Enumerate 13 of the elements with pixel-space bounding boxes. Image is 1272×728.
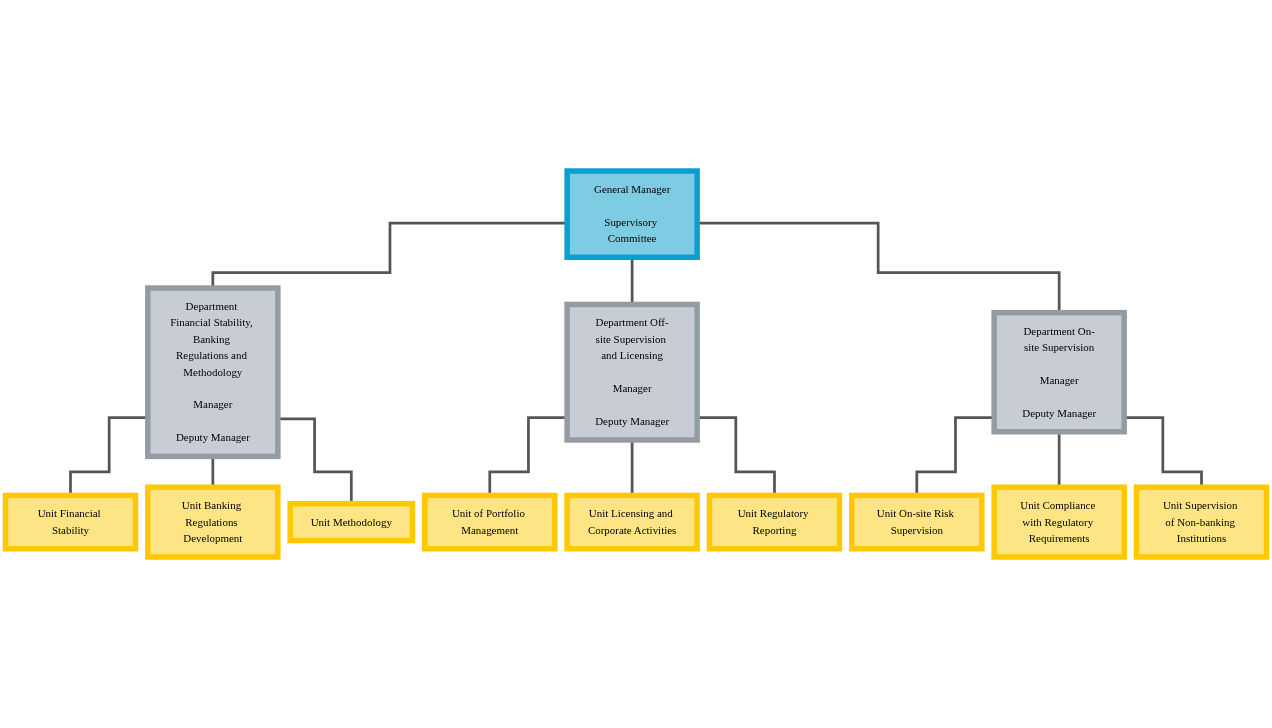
node-box: Unit On-site Risk Supervision (849, 492, 985, 552)
node-box: Unit of Portfolio Management (422, 492, 558, 552)
node-box: Unit Licensing and Corporate Activities (564, 492, 700, 552)
node-box: Unit Financial Stability (2, 492, 139, 552)
node-box: Department Financial Stability, Banking Regulations and Methodology Manager Deputy Manager (145, 285, 281, 460)
node-box: Unit Banking Regulations Development (145, 484, 281, 560)
node-box: General Manager Supervisory Committee (564, 168, 700, 260)
node-box: Unit Regulatory Reporting (706, 492, 843, 552)
node-box: Department Off-site Supervision and Licensing Manager Deputy Manager (564, 301, 700, 443)
node-box: Unit Supervision of Non-banking Institutions (1133, 484, 1270, 560)
node-box: Department On-site Supervision Manager Deputy Manager (991, 309, 1127, 435)
node-box: Unit Compliance with Regulatory Requirements (991, 484, 1127, 560)
node-box: Unit Methodology (287, 500, 416, 544)
